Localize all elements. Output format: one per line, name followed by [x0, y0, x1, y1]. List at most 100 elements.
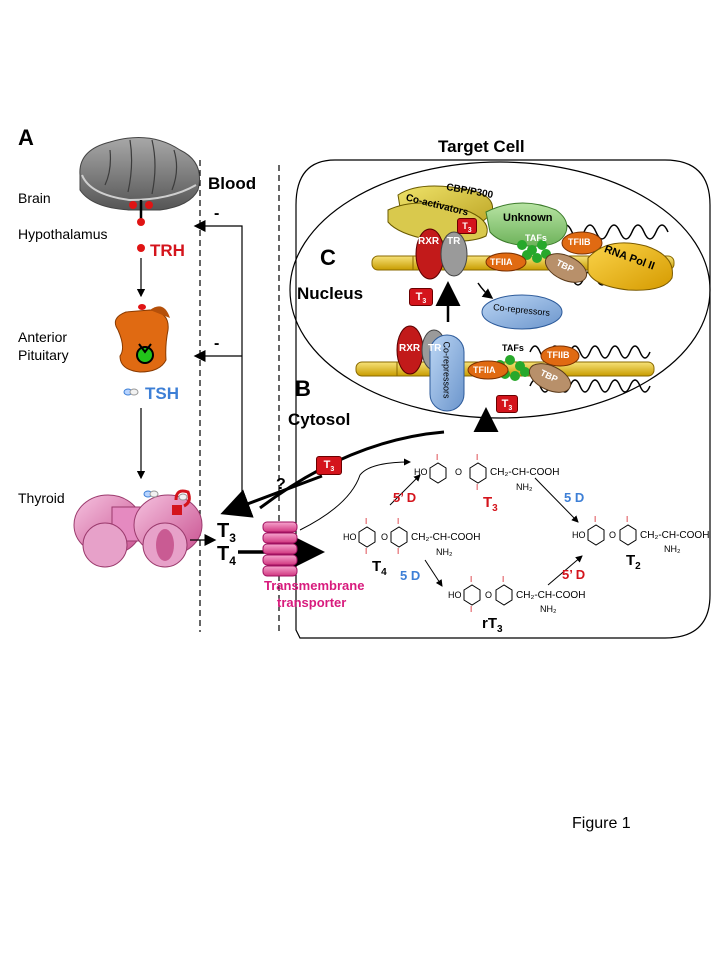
target-cell-membrane: [295, 159, 711, 639]
transporter-label-line2: transporter: [277, 595, 347, 610]
rxr-lower-label: RXR: [399, 343, 421, 354]
tfiib-upper-label: TFIIB: [568, 237, 591, 247]
tsh-label: TSH: [145, 384, 179, 403]
thyroid-label: Thyroid: [18, 490, 65, 506]
tafs-lower-icon: [495, 355, 530, 381]
t3-badge-nucleus: T3: [409, 288, 433, 306]
t3-badge-bound-tr: T3: [457, 218, 477, 234]
panel-label-a: A: [18, 125, 34, 150]
t4-blood-label: T4: [217, 543, 236, 568]
rt3-iodine-1: I: [470, 575, 473, 584]
t4-iodine-4: I: [397, 547, 400, 556]
t3-molecule-label: T3: [483, 494, 498, 514]
t3-ho: HO: [414, 467, 428, 477]
tbp-upper-icon: [544, 253, 588, 283]
nucleus-membrane: [289, 161, 711, 419]
deiodinase-5prime-t4-to-t3: 5’ D: [393, 490, 417, 505]
t2-side-chain: CH₂-CH-COOH: [640, 530, 710, 541]
corepressors-bound-icon: [429, 334, 465, 412]
tfiib-upper-icon: [561, 231, 603, 255]
trh-label: TRH: [150, 241, 185, 260]
corepressor-release-arrow: [477, 282, 494, 299]
t4-molecule-structure: [358, 526, 408, 548]
tfiib-lower-icon: [540, 345, 580, 367]
rt3-ho: HO: [448, 590, 462, 600]
tafs-lower-label: TAFs: [502, 343, 524, 353]
tr-lower-label: TR: [428, 343, 442, 354]
t3-to-nucleus-curve: [259, 430, 445, 510]
transporter-label-line1: Transmembrane: [264, 578, 365, 593]
t3-to-t2-arrow: [534, 477, 579, 523]
cytosol-label: Cytosol: [288, 410, 351, 429]
t2-ho: HO: [572, 530, 586, 540]
t3-blood-label: T3: [217, 520, 236, 545]
nucleus-label: Nucleus: [297, 284, 364, 303]
t3-badge-nuclear-entry: T3: [496, 395, 518, 413]
t4-iodine-1: I: [365, 517, 368, 526]
panel-label-c: C: [320, 245, 336, 270]
thyroid-icon: [73, 489, 203, 568]
t4-iodine-3: I: [397, 517, 400, 526]
tafs-upper-label: TAFs: [525, 233, 547, 243]
t4-to-rt3-arrow: [424, 559, 443, 587]
corepressors-released-icon: [481, 294, 563, 330]
t2-molecule-structure: [587, 524, 637, 546]
deiodinase-5-t4-to-rt3: 5 D: [400, 568, 421, 583]
unknown-label: Unknown: [503, 212, 553, 224]
unknown-factor-icon: [485, 202, 568, 247]
rt3-molecule-label: rT3: [482, 615, 503, 635]
t2-amine: NH₂: [664, 544, 681, 554]
feedback-to-hypothalamus-arrow: [193, 220, 243, 508]
t2-iodine-2: I: [626, 515, 629, 524]
tfiia-upper-label: TFIIA: [490, 257, 513, 267]
rxr-upper-label: RXR: [418, 236, 440, 247]
t3-badge-cytosol: T3: [316, 456, 342, 475]
trh-molecule-icon: [137, 244, 145, 252]
t4-ether-o: O: [381, 532, 389, 542]
t4-amine: NH₂: [436, 547, 453, 557]
t4-ho: HO: [343, 532, 357, 542]
rt3-iodine-3: I: [502, 575, 505, 584]
inhibition-sign-pituitary: -: [214, 335, 220, 352]
tfiib-lower-label: TFIIB: [547, 350, 570, 360]
t3-iodine-1: I: [436, 453, 439, 462]
rt3-side-chain: CH₂-CH-COOH: [516, 590, 586, 601]
pituitary-label: Pituitary: [18, 347, 69, 363]
tfiia-upper-icon: [485, 252, 527, 272]
target-cell-label: Target Cell: [438, 137, 525, 156]
t3-iodine-3: I: [476, 483, 479, 492]
t3-side-chain: CH₂-CH-COOH: [490, 467, 560, 478]
rt3-ether-o: O: [485, 590, 493, 600]
rt3-amine: NH₂: [540, 604, 557, 614]
deiodinase-5prime-rt3-to-t2: 5’ D: [562, 567, 586, 582]
panel-label-b: B: [295, 376, 311, 401]
t3-molecule-structure: [429, 462, 487, 484]
brain-icon: [79, 137, 200, 226]
figure-label: Figure 1: [572, 815, 631, 832]
t2-ether-o: O: [609, 530, 617, 540]
t3-ether-o: O: [455, 467, 463, 477]
tr-upper-label: TR: [447, 236, 461, 247]
t4-iodine-2: I: [365, 547, 368, 556]
t3-iodine-2: I: [476, 453, 479, 462]
t2-iodine-1: I: [594, 515, 597, 524]
tafs-upper-icon: [517, 240, 551, 263]
hypothalamus-label: Hypothalamus: [18, 226, 108, 242]
deiodinase-5-t3-to-t2: 5 D: [564, 490, 585, 505]
rt3-molecule-structure: [463, 584, 513, 606]
unknown-transport-question: ?: [276, 476, 286, 493]
corepressors-bound-label: Co-repressors: [441, 341, 452, 399]
tr-upper-icon: [440, 231, 468, 277]
transmembrane-transporter-icon: [262, 521, 298, 577]
t4-molecule-label: T4: [372, 558, 387, 578]
tbp-lower-icon: [528, 363, 572, 393]
anterior-label: Anterior: [18, 329, 68, 345]
rna-pol-ii-icon: [587, 242, 673, 291]
pituitary-icon: [114, 304, 170, 373]
t3-amine: NH₂: [516, 482, 533, 492]
t4-to-t3-arrow: [389, 474, 421, 506]
tfiia-lower-icon: [467, 360, 509, 380]
t2-molecule-label: T2: [626, 552, 641, 572]
